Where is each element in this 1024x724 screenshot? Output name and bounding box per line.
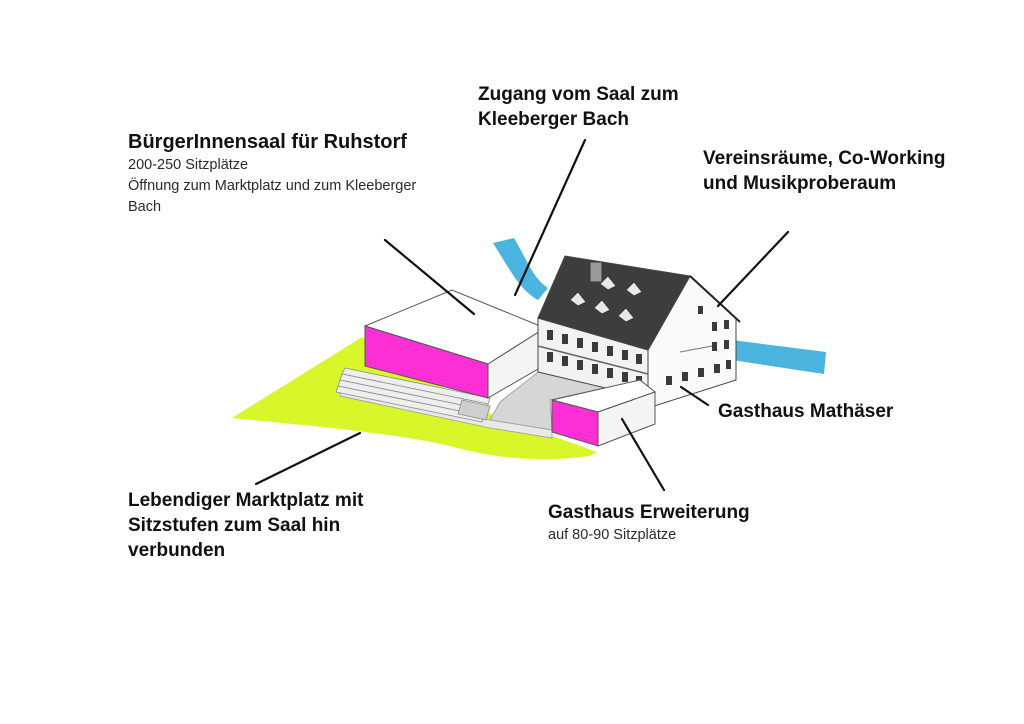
label-markt-line-2: Sitzstufen zum Saal hin xyxy=(128,515,341,536)
label-saal-seats: 200-250 Sitzplätze xyxy=(128,157,249,173)
leader-line-saal xyxy=(383,238,476,316)
label-markt-line-3: verbunden xyxy=(128,540,226,561)
label-saal-title: BürgerInnensaal für Ruhstorf xyxy=(128,131,407,153)
citizens-hall-block xyxy=(363,289,547,399)
label-gasthaus-title: Gasthaus Mathäser xyxy=(718,401,894,422)
label-marktplatz: Lebendiger Marktplatz mit Sitzstufen zum… xyxy=(128,488,363,563)
label-vereinsraeume: Vereinsräume, Co-Working und Musikprober… xyxy=(703,146,946,196)
label-saal-desc-2: Bach xyxy=(128,199,162,215)
extension-side-wall xyxy=(597,391,656,447)
label-erweiterung-title: Gasthaus Erweiterung xyxy=(548,502,750,523)
label-gasthaus-mathaeser: Gasthaus Mathäser xyxy=(718,399,893,424)
sitting-steps xyxy=(335,367,491,423)
roof-dormers xyxy=(569,275,643,323)
gasthaus-extension-block xyxy=(551,379,657,447)
label-saal-desc: Öffnung zum Marktplatz und zum Kleeberge… xyxy=(128,178,417,194)
label-zugang: Zugang vom Saal zum Kleeberger Bach xyxy=(478,82,679,132)
leader-line-erweiterung xyxy=(620,417,666,492)
label-zugang-line-1: Zugang vom Saal zum xyxy=(478,84,679,105)
label-markt-line-1: Lebendiger Marktplatz mit xyxy=(128,490,364,511)
label-erweiterung: Gasthaus Erweiterung auf 80-90 Sitzplätz… xyxy=(548,500,750,546)
chimney xyxy=(589,261,603,283)
label-zugang-line-2: Kleeberger Bach xyxy=(478,109,630,130)
leader-line-markt xyxy=(254,431,362,486)
stream-upper-segment xyxy=(493,238,548,300)
gable-wall-windows xyxy=(666,306,731,385)
label-verein-line-2: und Musikproberaum xyxy=(703,173,897,194)
leader-lines xyxy=(254,138,790,492)
stream-lower-segment xyxy=(732,340,826,374)
leader-line-verein xyxy=(716,230,790,308)
leader-line-zugang xyxy=(513,138,587,297)
label-verein-line-1: Vereinsräume, Co-Working xyxy=(703,148,946,169)
leader-line-gasthaus xyxy=(679,385,710,407)
facade-sign xyxy=(679,345,713,353)
label-buergerinnensaal: BürgerInnensaal für Ruhstorf 200-250 Sit… xyxy=(128,130,416,218)
gasthaus-mathaeser-building xyxy=(537,255,741,409)
label-erweiterung-seats: auf 80-90 Sitzplätze xyxy=(548,527,677,543)
stream xyxy=(493,238,826,374)
roof-overhang xyxy=(689,275,741,323)
balcony-band xyxy=(537,345,649,375)
